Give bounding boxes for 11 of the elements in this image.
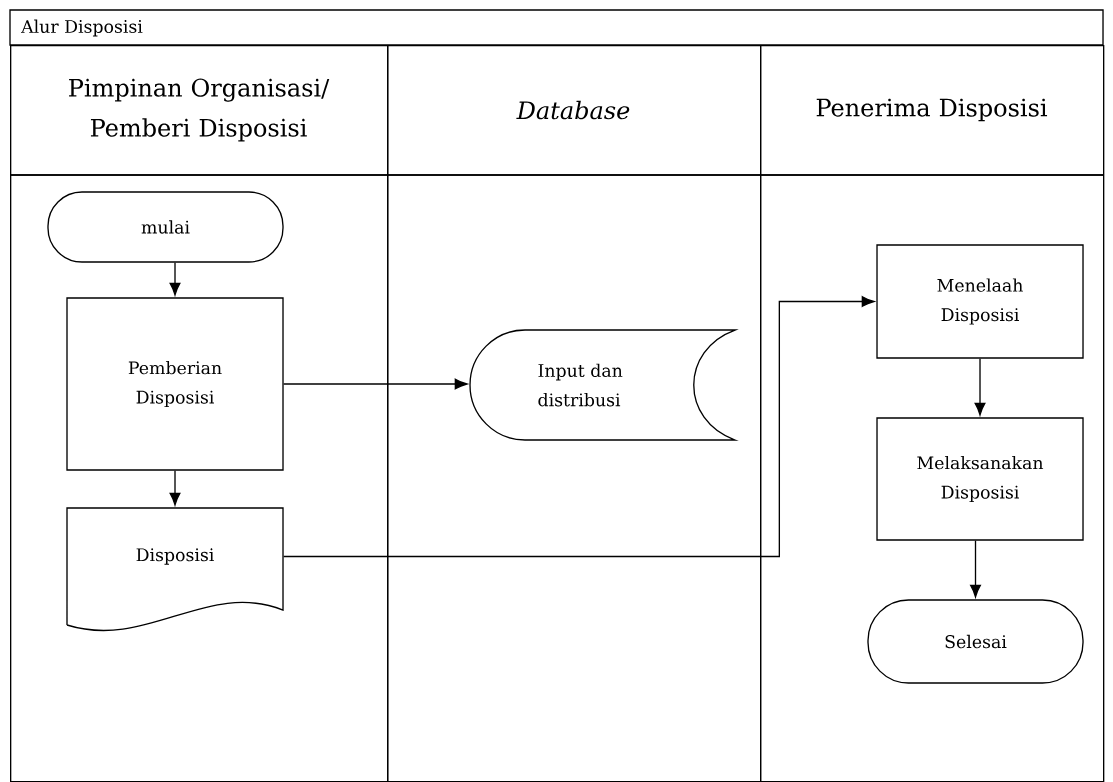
arrow [974, 358, 986, 416]
process-box: Melaksanakan Disposisi [876, 417, 1084, 541]
process-box: Menelaah Disposisi [876, 244, 1084, 359]
document-shape: Disposisi [66, 507, 284, 632]
arrow [970, 540, 981, 598]
title-bar: Alur Disposisi [9, 9, 1104, 46]
arrow [169, 262, 181, 296]
arrow [169, 470, 181, 506]
arrow [283, 296, 875, 558]
process-box: Pemberian Disposisi [66, 297, 284, 471]
arrow [283, 378, 468, 390]
